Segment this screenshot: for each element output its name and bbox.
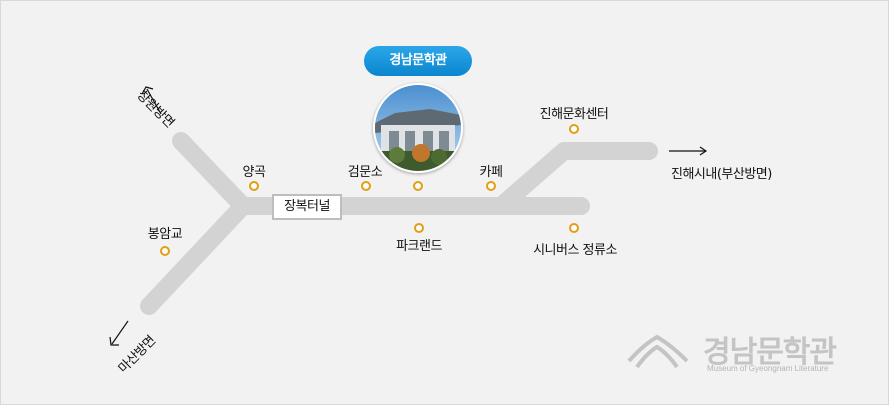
jinhae-arrow-icon [669, 146, 708, 156]
changwon-arrow-icon [141, 86, 162, 115]
place-label-cafe: 카페 [479, 165, 503, 180]
masan-arrow-icon [109, 320, 129, 346]
road-jinhae [492, 142, 658, 215]
mountain-wave-logo-icon [627, 334, 689, 369]
place-marker-parkland [414, 223, 424, 233]
place-marker-geommunso [361, 181, 371, 191]
museum-photo [373, 83, 463, 173]
road-changwon [172, 132, 252, 215]
road-masan [140, 197, 252, 315]
place-label-parkland: 파크랜드 [396, 239, 442, 254]
place-label-geommunso: 검문소 [347, 165, 383, 180]
place-marker-jinhae-culture-center [569, 124, 579, 134]
place-label-yanggok: 양곡 [242, 165, 266, 180]
logo-wordmark: 경남문학관 [703, 335, 837, 370]
place-marker-bongamgyo [160, 246, 170, 256]
place-marker-museum [413, 181, 423, 191]
place-marker-cafe [486, 181, 496, 191]
place-marker-senior-bus-stop [569, 223, 579, 233]
tunnel-label-box: 장복터널 [272, 194, 342, 220]
place-marker-yanggok [249, 181, 259, 191]
direction-label-jinhae: 진해시내(부산방면) [671, 167, 772, 182]
logo-subtitle: Museum of Gyeongnam Literature [707, 364, 829, 373]
place-label-bongamgyo: 봉암교 [147, 227, 183, 242]
place-label-senior-bus-stop: 시니버스 정류소 [533, 243, 617, 258]
museum-building-photo-icon [375, 85, 461, 171]
place-label-jinhae-culture-center: 진해문화센터 [539, 107, 609, 122]
museum-title-badge: 경남문학관 [364, 46, 472, 76]
